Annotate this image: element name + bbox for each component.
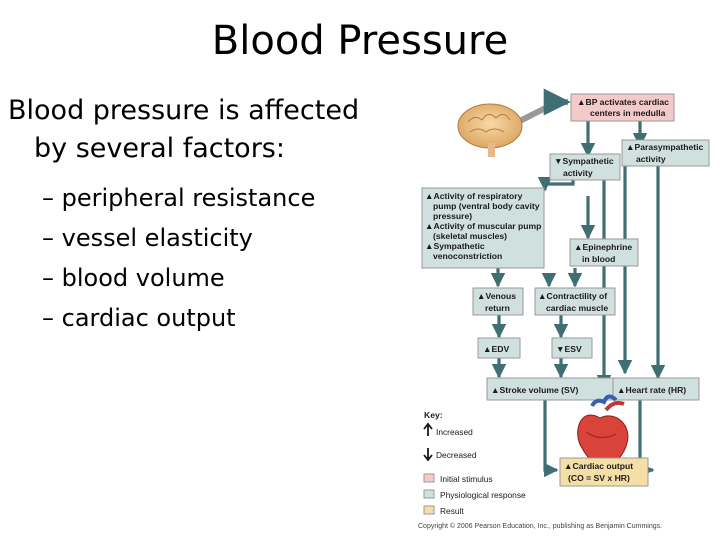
increase-arrow-icon: ▲ — [574, 242, 583, 252]
box-cardiac-output: ▲Cardiac output (CO = SV x HR) — [559, 457, 649, 487]
copyright-text: Copyright © 2006 Pearson Education, Inc.… — [418, 523, 663, 530]
increase-arrow-icon: ▲ — [491, 385, 500, 395]
increase-arrow-icon: ▲ — [617, 385, 626, 395]
intro-line-1: Blood pressure is affected — [8, 95, 360, 126]
key-initial-stimulus: Initial stimulus — [423, 473, 493, 484]
brain-illustration — [457, 103, 523, 157]
blood-pressure-diagram: ▲BP activates cardiac centers in medulla… — [421, 88, 710, 516]
svg-text:return: return — [485, 303, 510, 313]
down-arrow-icon — [423, 448, 433, 462]
svg-text:Initial stimulus: Initial stimulus — [440, 474, 493, 484]
svg-text:▲Sympathetic: ▲Sympathetic — [425, 241, 485, 251]
factor-item: peripheral resistance — [42, 178, 316, 218]
box-heart-rate: ▲Heart rate (HR) — [612, 377, 700, 401]
increase-arrow-icon: ▲ — [564, 461, 573, 471]
box-contractility: ▲Contractility of cardiac muscle — [534, 287, 616, 316]
box-esv: ▼ESV — [551, 337, 593, 359]
key-title: Key: — [424, 410, 443, 420]
svg-text:▼ESV: ▼ESV — [556, 344, 582, 354]
factor-item: blood volume — [42, 258, 315, 298]
factor-item: vessel elasticity — [42, 218, 315, 258]
heart-illustration — [577, 394, 629, 471]
increase-arrow-icon: ▲ — [425, 221, 434, 231]
svg-text:Increased: Increased — [436, 427, 473, 437]
svg-text:pump (ventral body cavity: pump (ventral body cavity — [433, 201, 540, 211]
key-result: Result — [423, 505, 464, 516]
increase-arrow-icon: ▲ — [483, 344, 492, 354]
svg-text:▲Activity of muscular pump: ▲Activity of muscular pump — [425, 221, 541, 231]
increase-arrow-icon: ▲ — [577, 97, 586, 107]
svg-text:▲Activity of respiratory: ▲Activity of respiratory — [425, 191, 523, 201]
svg-text:venoconstriction: venoconstriction — [433, 251, 502, 261]
svg-text:Decreased: Decreased — [436, 450, 477, 460]
svg-text:in blood: in blood — [582, 254, 615, 264]
decrease-arrow-icon: ▼ — [554, 156, 563, 166]
intro-text: Blood pressure is affected by several fa… — [8, 92, 428, 168]
increase-arrow-icon: ▲ — [425, 191, 434, 201]
factor-item: cardiac output — [42, 298, 315, 338]
svg-text:▲Venous: ▲Venous — [477, 291, 516, 301]
increase-arrow-icon: ▲ — [477, 291, 486, 301]
box-bp-medulla-line1: BP activates cardiac — [586, 97, 670, 107]
svg-text:▲Contractility of: ▲Contractility of — [538, 291, 607, 301]
svg-text:(CO = SV x HR): (CO = SV x HR) — [568, 473, 630, 483]
factor-list: peripheral resistance vessel elasticity … — [42, 178, 316, 338]
key-decreased: Decreased — [423, 448, 477, 462]
svg-text:activity: activity — [636, 154, 666, 164]
svg-text:▲EDV: ▲EDV — [483, 344, 509, 354]
key-physiological-response: Physiological response — [423, 489, 526, 500]
svg-text:pressure): pressure) — [433, 211, 472, 221]
key-increased: Increased — [423, 422, 473, 437]
box-venous-return: ▲Venous return — [472, 287, 524, 316]
svg-text:▲BP activates cardiac: ▲BP activates cardiac — [577, 97, 669, 107]
box-sympathetic: ▼Sympathetic activity — [549, 153, 621, 181]
svg-text:Physiological response: Physiological response — [440, 490, 526, 500]
svg-text:Result: Result — [440, 506, 464, 516]
decrease-arrow-icon: ▼ — [556, 344, 565, 354]
increase-arrow-icon: ▲ — [425, 241, 434, 251]
box-epinephrine: ▲Epinephrine in blood — [569, 238, 639, 267]
increase-arrow-icon: ▲ — [626, 142, 635, 152]
up-arrow-icon — [423, 422, 433, 436]
svg-text:activity: activity — [563, 168, 593, 178]
svg-text:▲Cardiac output: ▲Cardiac output — [564, 461, 633, 471]
svg-text:▲Epinephrine: ▲Epinephrine — [574, 242, 632, 252]
svg-text:(skeletal muscles): (skeletal muscles) — [433, 231, 507, 241]
svg-text:▼Sympathetic: ▼Sympathetic — [554, 156, 614, 166]
svg-text:▲Stroke volume (SV): ▲Stroke volume (SV) — [491, 385, 578, 395]
box-bp-medulla: ▲BP activates cardiac centers in medulla — [570, 93, 675, 122]
box-edv: ▲EDV — [477, 337, 521, 359]
increase-arrow-icon: ▲ — [538, 291, 547, 301]
box-pumps: ▲Activity of respiratory pump (ventral b… — [421, 187, 545, 269]
intro-line-2: by several factors: — [34, 133, 285, 164]
svg-text:▲Heart rate (HR): ▲Heart rate (HR) — [617, 385, 686, 395]
slide-title: Blood Pressure — [211, 18, 509, 64]
svg-text:▲Parasympathetic: ▲Parasympathetic — [626, 142, 704, 152]
svg-text:cardiac muscle: cardiac muscle — [546, 303, 608, 313]
box-parasympathetic: ▲Parasympathetic activity — [621, 139, 710, 167]
box-bp-medulla-line2: centers in medulla — [590, 108, 666, 118]
box-stroke-volume: ▲Stroke volume (SV) — [486, 377, 620, 401]
key-legend: Key: Increased Decreased Initial stimulu… — [423, 410, 526, 516]
